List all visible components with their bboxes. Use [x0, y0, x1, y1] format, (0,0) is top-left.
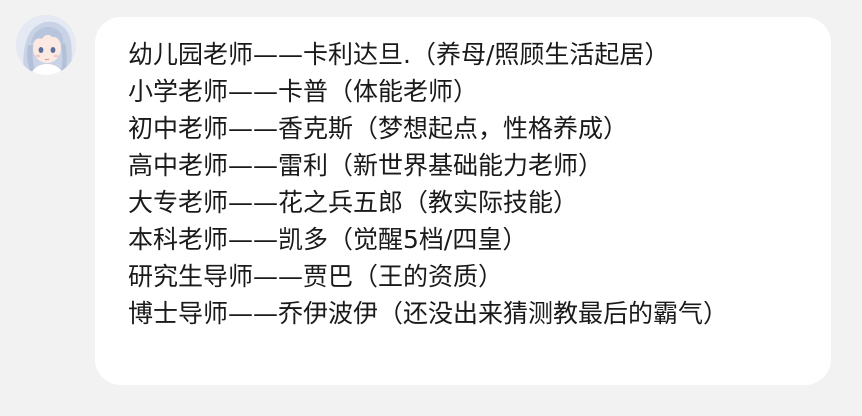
message-bubble[interactable]: 幼儿园老师——卡利达旦.（养母/照顾生活起居） 小学老师——卡普（体能老师） 初…	[95, 17, 831, 385]
message-line: 初中老师——香克斯（梦想起点，性格养成）	[128, 114, 629, 143]
message-line: 研究生导师——贾巴（王的资质）	[128, 262, 504, 291]
message-line: 博士导师——乔伊波伊（还没出来猜测教最后的霸气）	[128, 299, 729, 328]
message-line: 高中老师——雷利（新世界基础能力老师）	[128, 151, 604, 180]
message-line: 本科老师——凯多（觉醒5档/四皇）	[128, 225, 528, 254]
message-line: 幼儿园老师——卡利达旦.（养母/照顾生活起居）	[128, 40, 670, 69]
message-line: 小学老师——卡普（体能老师）	[128, 77, 479, 106]
avatar[interactable]	[16, 15, 76, 75]
message-line: 大专老师——花之兵五郎（教实际技能）	[128, 188, 579, 217]
anime-avatar-icon	[16, 15, 76, 75]
